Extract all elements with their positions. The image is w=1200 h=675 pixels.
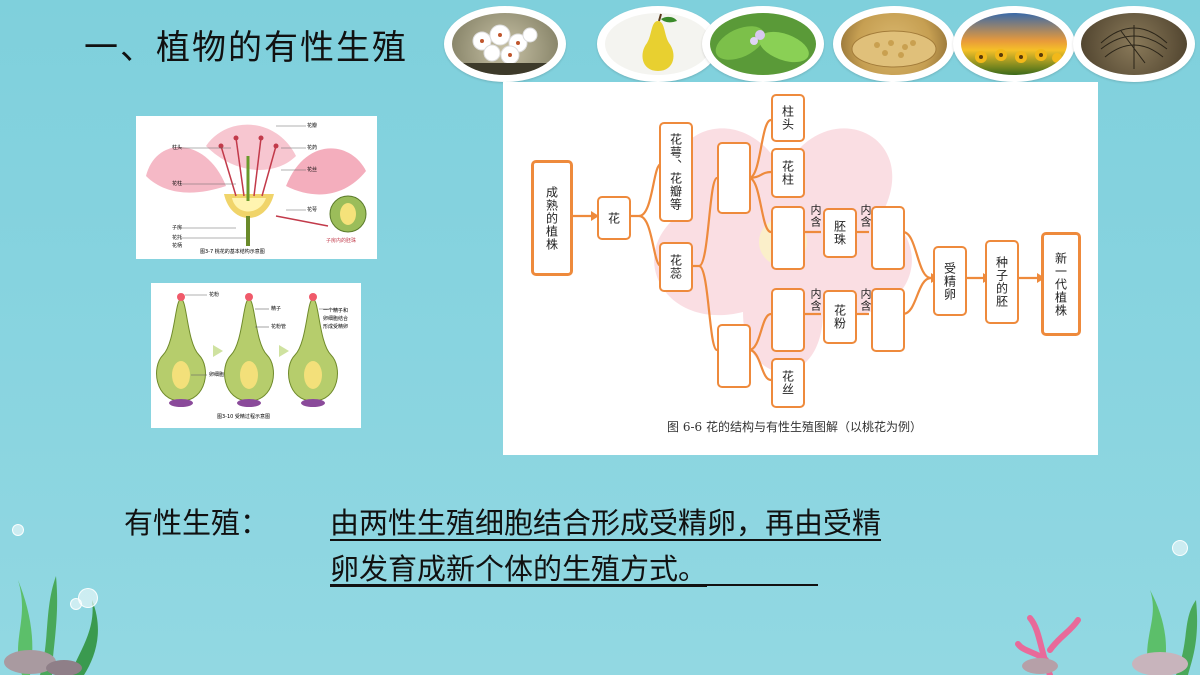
box-blank-upper: [717, 142, 751, 214]
box-pistil-stamen: 花蕊: [659, 242, 693, 292]
fig1-label-stalk: 花柄: [172, 243, 183, 249]
box-flower: 花: [597, 196, 631, 240]
box-blank-sperm: [871, 288, 905, 352]
box-seed-embryo: 种子的胚: [985, 240, 1019, 324]
bubble: [12, 524, 24, 536]
thumb-pear[interactable]: [597, 6, 719, 82]
label-contain-3: 内含: [809, 288, 822, 312]
diagram-caption: 图 6-6 花的结构与有性生殖图解（以桃花为例）: [667, 420, 922, 434]
leaf-icon: [715, 26, 809, 63]
label-contain-4: 内含: [859, 288, 872, 312]
box-blank-lower: [717, 324, 751, 388]
fig2-label-sperm: 精子: [271, 306, 282, 312]
box-ovule: 胚珠: [823, 208, 857, 258]
box-zygote: 受精卵: [933, 246, 967, 316]
flower-structure-figure: 花瓣 柱头 花药 花丝 花柱 花萼 子房 花托 花柄 子房内的胚珠 图3-7 桃…: [136, 116, 377, 259]
label-contain-1: 内含: [809, 204, 822, 228]
fig1-label-anther: 花药: [307, 145, 318, 151]
bubble: [1172, 540, 1188, 556]
fig1-label-filament: 花丝: [307, 167, 318, 173]
coral-right-decoration: [1015, 590, 1198, 675]
definition-line-1: 由两性生殖细胞结合形成受精卵，再由受精: [330, 506, 882, 540]
seaweed-left-decoration: [4, 576, 98, 675]
fig2-label-egg: 卵细胞: [209, 372, 225, 378]
thumb-pear-blossom[interactable]: [444, 6, 566, 82]
sexual-reproduction-diagram: 成熟的植株 花 花萼、花瓣等 花蕊 柱头 花柱 花丝 内含 胚珠 内含 内含 花…: [503, 82, 1098, 455]
box-pollen: 花粉: [823, 290, 857, 344]
beans-icon: [851, 30, 937, 68]
fig1-label-stigma: 柱头: [172, 145, 183, 151]
box-stigma: 柱头: [771, 94, 805, 142]
fig1-label-petal: 花瓣: [307, 123, 318, 129]
box-mature-plant: 成熟的植株: [531, 160, 573, 276]
fig1-caption: 图3-7 桃花的基本结构示意图: [200, 249, 265, 255]
definition-underline-extension: [330, 584, 818, 586]
blossom-icon: [452, 24, 558, 75]
label-contain-2: 内含: [859, 204, 872, 228]
box-style: 花柱: [771, 148, 805, 198]
box-new-plant: 新一代植株: [1041, 232, 1081, 336]
fertilization-illustration: [156, 293, 341, 407]
fig2-label-pollen-tube: 花粉管: [271, 324, 287, 330]
fig1-label-calyx: 花萼: [307, 207, 318, 213]
fig1-label-style: 花柱: [172, 181, 183, 187]
thumb-soybeans[interactable]: [833, 6, 955, 82]
box-filament: 花丝: [771, 358, 805, 408]
thumb-sunflowers[interactable]: [953, 6, 1075, 82]
definition-line-2: 卵发育成新个体的生殖方式。: [330, 552, 708, 586]
fig2-label-text1: 一个精子和: [323, 308, 349, 314]
box-calyx-petal: 花萼、花瓣等: [659, 122, 693, 222]
fig2-label-pollen: 花粉: [209, 292, 220, 298]
fig1-label-receptacle: 花托: [172, 235, 183, 241]
fig1-label-ovule: 子房内的胚珠: [326, 238, 357, 244]
thumb-leaves[interactable]: [702, 6, 824, 82]
fig1-label-ovary: 子房: [172, 225, 183, 231]
box-blank-egg: [871, 206, 905, 270]
fertilization-figure: 花粉 精子 花粉管 一个精子和 卵细胞结合 形成受精卵 卵细胞 图3-10 受精…: [151, 283, 361, 428]
flower-illustration: [146, 124, 367, 246]
definition-label: 有性生殖：: [124, 506, 270, 540]
box-blank-anther: [771, 288, 805, 352]
bubble: [70, 598, 82, 610]
pear-icon: [642, 13, 677, 71]
seeds-icon: [1100, 25, 1168, 69]
fig2-label-text2: 卵细胞结合: [323, 316, 349, 322]
box-blank-ovary: [771, 206, 805, 270]
thumb-seeds[interactable]: [1073, 6, 1195, 82]
fig2-label-text3: 形成受精卵: [323, 324, 349, 330]
page-title: 一、植物的有性生殖: [84, 28, 408, 68]
sunflower-icon: [975, 49, 1062, 63]
fig2-caption: 图3-10 受精过程示意图: [217, 414, 270, 420]
